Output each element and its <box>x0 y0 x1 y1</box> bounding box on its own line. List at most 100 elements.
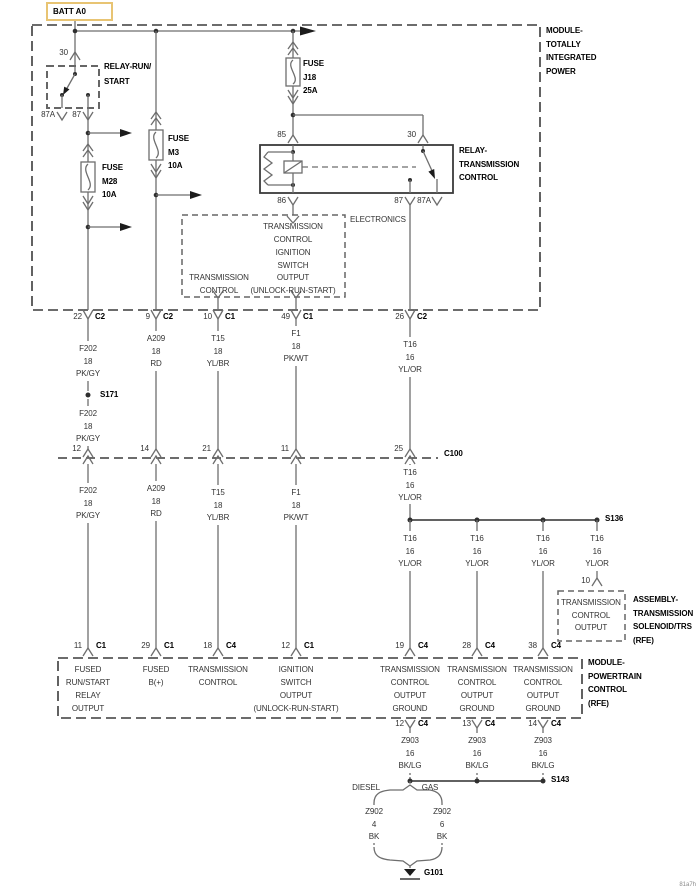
wire-label: Z903 16 BK/LG <box>398 736 422 770</box>
relay-trans-pin-30: 30 <box>407 130 416 139</box>
pcm-pin: 29 <box>141 641 150 650</box>
pcm-circuit-label: IGNITION SWITCH OUTPUT (UNLOCK-RUN-START… <box>253 665 339 713</box>
exit-conn: C1 <box>303 312 314 321</box>
c100-connector-label: C100 <box>444 449 463 458</box>
wire-label: F1 18 PK/WT <box>283 329 309 363</box>
tipm-module-name: MODULE- TOTALLY INTEGRATED POWER <box>546 26 597 76</box>
fuse-j18-symbol <box>285 31 424 135</box>
c100-pin: 12 <box>72 444 81 453</box>
electronics-box-outline <box>181 205 411 310</box>
exit-pin: 10 <box>203 312 212 321</box>
exit-conn: C2 <box>417 312 428 321</box>
gas-branch-label: GAS <box>421 783 439 792</box>
assembly-module-name: ASSEMBLY- TRANSMISSION SOLENOID/TRS (RFE… <box>633 595 694 645</box>
wire-label: Z903 16 BK/LG <box>531 736 555 770</box>
wire-label: T16 16 YL/OR <box>398 340 422 374</box>
wire-label: A209 18 RD <box>146 334 166 368</box>
wire-label: Z902 4 BK <box>365 807 383 841</box>
wire-label: T16 16 YL/OR <box>398 468 422 502</box>
pcm-circuit-label: TRANSMISSION CONTROL OUTPUT <box>380 665 440 700</box>
pcm-conn: C1 <box>304 641 315 650</box>
wire-label: T16 16 YL/OR <box>585 534 609 568</box>
exit-pin: 9 <box>145 312 150 321</box>
tipm-exit-connectors <box>82 309 416 321</box>
s171-splice-label: S171 <box>100 390 119 399</box>
wire-label: Z902 6 BK <box>433 807 451 841</box>
wire-label: F1 18 PK/WT <box>283 488 309 522</box>
electronics-tc-left: TRANSMISSION CONTROL <box>189 273 249 295</box>
exit-conn: C1 <box>225 312 236 321</box>
pcm-conn: C4 <box>418 641 429 650</box>
wire-label: T16 16 YL/OR <box>465 534 489 568</box>
harness-upper <box>85 319 411 449</box>
harness-lower <box>87 464 411 648</box>
s143-splice-label: S143 <box>551 775 570 784</box>
electronics-label: ELECTRONICS <box>350 215 406 224</box>
c100-pin: 14 <box>140 444 149 453</box>
corner-watermark: 81a7h <box>679 882 696 888</box>
wire-label: T16 16 YL/OR <box>531 534 555 568</box>
diesel-branch-label: DIESEL <box>352 783 380 792</box>
exit-conn: C2 <box>163 312 174 321</box>
pcm-conn: C4 <box>551 719 562 728</box>
pcm-pin: 14 <box>528 719 537 728</box>
s136-splice-label: S136 <box>605 514 624 523</box>
pcm-pin: 11 <box>73 641 82 650</box>
fuse-j18-label: FUSE J18 25A <box>303 59 324 95</box>
fuse-m28-symbol <box>80 95 132 310</box>
pcm-ground-label: GROUND <box>525 704 561 713</box>
ground-icon <box>404 869 416 876</box>
relay-trans-pin-87: 87 <box>394 196 403 205</box>
pcm-circuit-label: TRANSMISSION CONTROL <box>188 665 248 687</box>
assembly-pin-10: 10 <box>581 576 590 585</box>
s143-splice <box>407 778 546 784</box>
wire-label: T16 16 YL/OR <box>398 534 422 568</box>
pcm-circuit-label: TRANSMISSION CONTROL OUTPUT <box>447 665 507 700</box>
pcm-circuit-label: TRANSMISSION CONTROL OUTPUT <box>513 665 573 700</box>
exit-pin: 49 <box>281 312 290 321</box>
pcm-pin: 28 <box>462 641 471 650</box>
relay-trans-pin-87a: 87A <box>417 196 431 205</box>
g101-ground-label: G101 <box>424 868 444 877</box>
exit-pin: 26 <box>395 312 404 321</box>
relay-trans-pin-86: 86 <box>277 196 286 205</box>
pcm-conn: C4 <box>485 719 496 728</box>
pcm-conn: C4 <box>551 641 562 650</box>
s136-splice <box>407 517 600 648</box>
pcm-pin: 38 <box>528 641 537 650</box>
wire-label: F202 18 PK/GY <box>76 409 100 443</box>
exit-pin: 22 <box>73 312 82 321</box>
wire-label: T15 18 YL/BR <box>206 488 230 522</box>
diesel-gas-split <box>373 781 443 880</box>
pcm-conn: C4 <box>485 641 496 650</box>
pcm-circuit-label: FUSED RUN/START RELAY OUTPUT <box>65 665 111 713</box>
pcm-module-name: MODULE- POWERTRAIN CONTROL (RFE) <box>588 658 642 708</box>
relay-run-start-pin-87: 87 <box>72 110 81 119</box>
relay-run-start-pin-87a: 87A <box>41 110 55 119</box>
pcm-ground-label: GROUND <box>459 704 495 713</box>
relay-run-start-pin-30: 30 <box>59 48 68 57</box>
pcm-conn: C4 <box>418 719 429 728</box>
wire-label: T15 18 YL/BR <box>206 334 230 368</box>
pcm-conn: C4 <box>226 641 237 650</box>
pcm-pin: 12 <box>395 719 404 728</box>
assembly-inner-label: TRANSMISSION CONTROL OUTPUT <box>561 598 621 632</box>
c100-pin: 21 <box>202 444 211 453</box>
c100-connector <box>58 447 438 465</box>
wire-label: F202 18 PK/GY <box>76 344 100 378</box>
exit-conn: C2 <box>95 312 106 321</box>
pcm-pin: 13 <box>462 719 471 728</box>
fuse-m3-symbol <box>148 31 202 310</box>
batt-a0-tag: BATT A0 <box>46 2 113 21</box>
electronics-ignition-output: IGNITION SWITCH OUTPUT (UNLOCK-RUN-START… <box>250 248 336 295</box>
relay-trans-pin-85: 85 <box>277 130 286 139</box>
wire-label: Z903 16 BK/LG <box>465 736 489 770</box>
pcm-pin: 19 <box>395 641 404 650</box>
tipm-box-outline <box>31 24 541 311</box>
assembly-solenoid-box-outline <box>557 576 626 642</box>
fuse-m3-label: FUSE M3 10A <box>168 134 189 170</box>
relay-run-start-symbol <box>46 50 100 122</box>
pcm-conn: C1 <box>164 641 175 650</box>
